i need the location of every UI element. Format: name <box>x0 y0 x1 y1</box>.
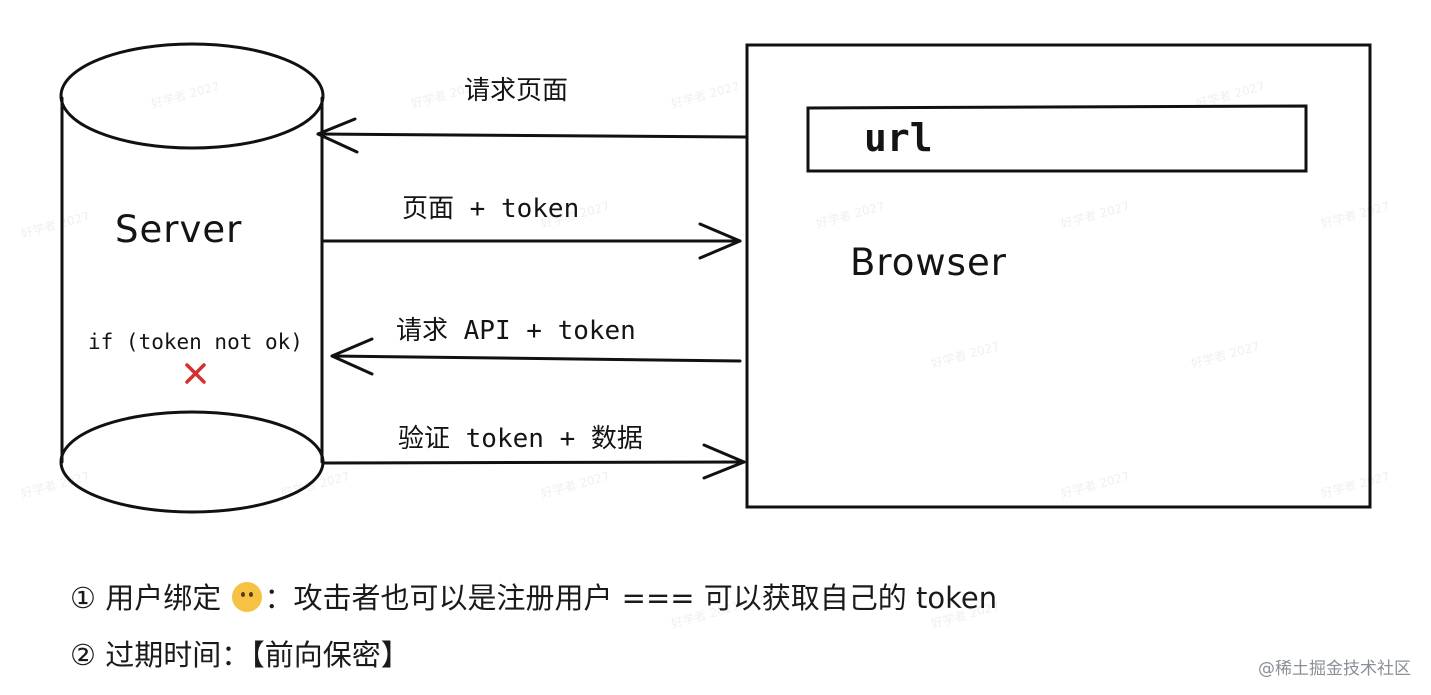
browser-frame <box>745 43 1372 509</box>
thinking-face-emoji-icon <box>232 582 263 612</box>
note-text: ：攻击者也可以是注册用户 === 可以获取自己的 token <box>264 581 998 615</box>
arrow-page-token <box>322 222 742 260</box>
note-text: 过期时间：【前向保密】 <box>105 638 410 672</box>
juejin-watermark: @稀土掘金技术社区 <box>1258 659 1411 679</box>
server-top-ellipse <box>59 42 325 150</box>
arrow-verify-token-data-label: 验证 token + 数据 <box>398 424 643 454</box>
browser-label: Browser <box>850 241 1007 284</box>
note-text: 用户绑定 <box>105 581 222 615</box>
arrow-request-page <box>316 117 747 154</box>
arrow-request-api-token <box>330 337 742 376</box>
arrow-page-token-label: 页面 + token <box>402 194 580 224</box>
arrow-verify-token-data <box>322 443 746 480</box>
url-bar-text: url <box>864 116 933 160</box>
url-bar-frame <box>806 104 1308 173</box>
arrow-request-page-label: 请求页面 <box>464 76 569 106</box>
note-expiry-time: ② 过期时间：【前向保密】 <box>70 632 410 674</box>
arrow-request-api-token-label: 请求 API + token <box>396 316 636 346</box>
server-cylinder <box>59 42 325 514</box>
server-label: Server <box>115 208 243 251</box>
browser-window <box>745 43 1372 509</box>
cross-mark-icon <box>185 363 206 384</box>
note-user-binding: ① 用户绑定 ：攻击者也可以是注册用户 === 可以获取自己的 token <box>70 575 997 617</box>
note-number: ① <box>70 581 96 615</box>
server-bottom-ellipse <box>59 410 325 514</box>
note-number: ② <box>70 638 96 672</box>
server-condition: if (token not ok) <box>88 330 303 354</box>
